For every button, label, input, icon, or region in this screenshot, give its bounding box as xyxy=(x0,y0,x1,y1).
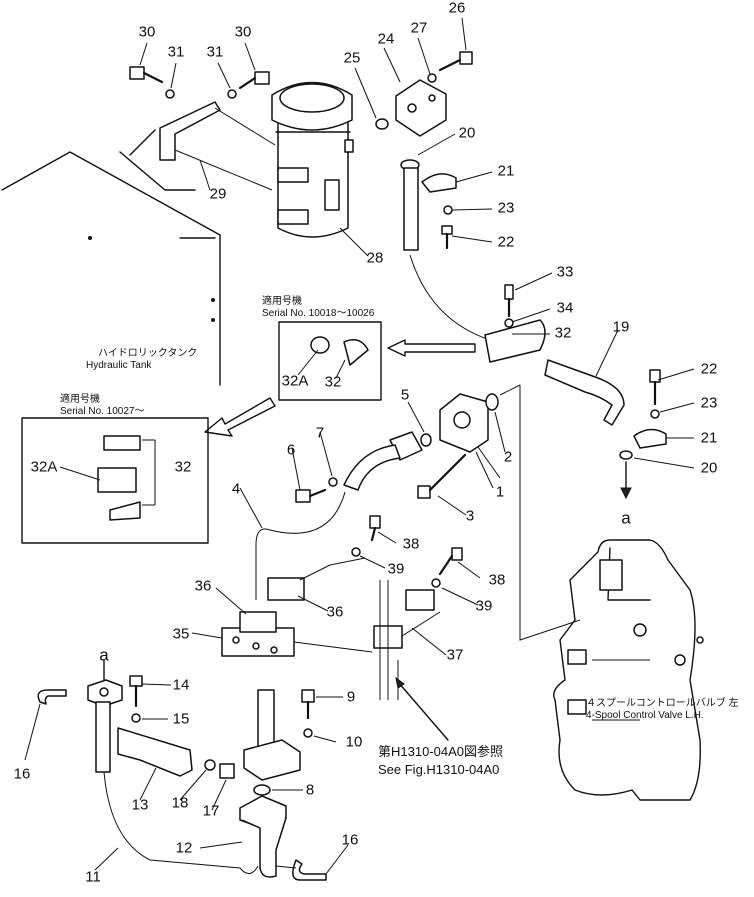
part-number: 3 xyxy=(465,507,475,525)
bracket-29 xyxy=(159,101,276,191)
part-number: 22 xyxy=(700,360,718,378)
hose-upper xyxy=(400,159,491,341)
part-number: 15 xyxy=(172,710,190,728)
lower-left-assembly xyxy=(37,659,259,874)
part-number: 32 xyxy=(324,373,342,391)
part-number: 16 xyxy=(13,765,31,783)
part-number: 16 xyxy=(341,831,359,849)
part-number: 21 xyxy=(700,429,718,447)
part-number: 32 xyxy=(554,324,572,342)
part-number: 18 xyxy=(171,794,189,812)
part-number: 37 xyxy=(446,646,464,664)
part-number: 7 xyxy=(315,424,325,442)
pipe-19 xyxy=(484,284,625,426)
part-number: 28 xyxy=(366,249,384,267)
pipe-4 xyxy=(255,431,467,600)
part-number: 29 xyxy=(209,185,227,203)
serial-box1-label-jp: 適用号機 xyxy=(262,296,302,307)
part-number: 14 xyxy=(172,676,190,694)
arrow-label-a-left: a xyxy=(99,645,109,665)
serial-box2-label-en: Serial No. 10027～ xyxy=(60,406,145,417)
part-number: 31 xyxy=(167,43,185,61)
part-number: 17 xyxy=(202,802,220,820)
part-number: 1 xyxy=(495,483,505,501)
clamp-assembly xyxy=(221,515,463,741)
part-number: 20 xyxy=(458,124,476,142)
serial-box1-label-en: Serial No. 10018～10026 xyxy=(262,308,375,319)
part-number: 24 xyxy=(377,30,395,48)
part-number: 2 xyxy=(503,448,513,466)
part-number: 23 xyxy=(497,199,515,217)
part-number: 33 xyxy=(556,263,574,281)
part-number: 32A xyxy=(281,372,309,390)
part-number: 23 xyxy=(700,394,718,412)
part-number: 20 xyxy=(700,459,718,477)
serial-box-2 xyxy=(21,397,276,544)
pipe-vertical-lower xyxy=(243,689,315,796)
hydraulic-tank-label-jp: ハイドロリックタンク xyxy=(98,348,198,359)
part-number: 30 xyxy=(138,23,156,41)
part-number: 32 xyxy=(174,458,192,476)
part-number: 12 xyxy=(175,839,193,857)
part-number: 38 xyxy=(488,571,506,589)
valve-label-en: 4-Spool Control Valve L.H. xyxy=(586,710,704,721)
hydraulic-tank-label-en: Hydraulic Tank xyxy=(86,360,152,371)
part-number: 22 xyxy=(497,233,515,251)
serial-box-1 xyxy=(278,321,476,401)
part-number: 36 xyxy=(326,603,344,621)
part-number: 6 xyxy=(286,441,296,459)
hydraulic-tank-outline xyxy=(1,129,221,386)
part-number: 32A xyxy=(30,458,58,476)
part-number: 13 xyxy=(131,796,149,814)
bolts-30-31 xyxy=(129,66,270,99)
part-number: 9 xyxy=(346,688,356,706)
part-number: 5 xyxy=(400,386,410,404)
part-number: 8 xyxy=(305,781,315,799)
serial-box2-label-jp: 適用号機 xyxy=(60,394,100,405)
filter-assembly xyxy=(271,81,354,238)
part-number: 39 xyxy=(475,597,493,615)
part-number: 30 xyxy=(234,23,252,41)
part-number: 35 xyxy=(172,625,190,643)
part-number: 4 xyxy=(231,480,241,498)
part-number: 39 xyxy=(387,560,405,578)
fittings-right xyxy=(619,369,667,500)
arrow-label-a-right: a xyxy=(621,508,631,528)
part-number: 36 xyxy=(194,577,212,595)
part-number: 34 xyxy=(556,299,574,317)
part-number: 31 xyxy=(206,43,224,61)
part-number: 27 xyxy=(410,19,428,37)
bracket-12 xyxy=(239,795,327,881)
valve-label-jp: ４スプールコントロールバルブ 左 xyxy=(586,698,739,709)
part-number: 10 xyxy=(345,733,363,751)
part-number: 11 xyxy=(85,868,101,886)
leader-lines xyxy=(24,17,695,875)
part-number: 21 xyxy=(497,162,515,180)
part-number: 38 xyxy=(402,535,420,553)
control-valve-outline xyxy=(553,539,704,801)
see-fig-label-en: See Fig.H1310-04A0 xyxy=(378,762,500,777)
pump-1 xyxy=(420,384,581,641)
see-fig-label-jp: 第H1310-04A0図参照 xyxy=(378,744,503,759)
part-number: 26 xyxy=(448,0,466,17)
block-24 xyxy=(375,51,473,137)
part-number: 19 xyxy=(612,318,630,336)
part-number: 25 xyxy=(343,49,361,67)
